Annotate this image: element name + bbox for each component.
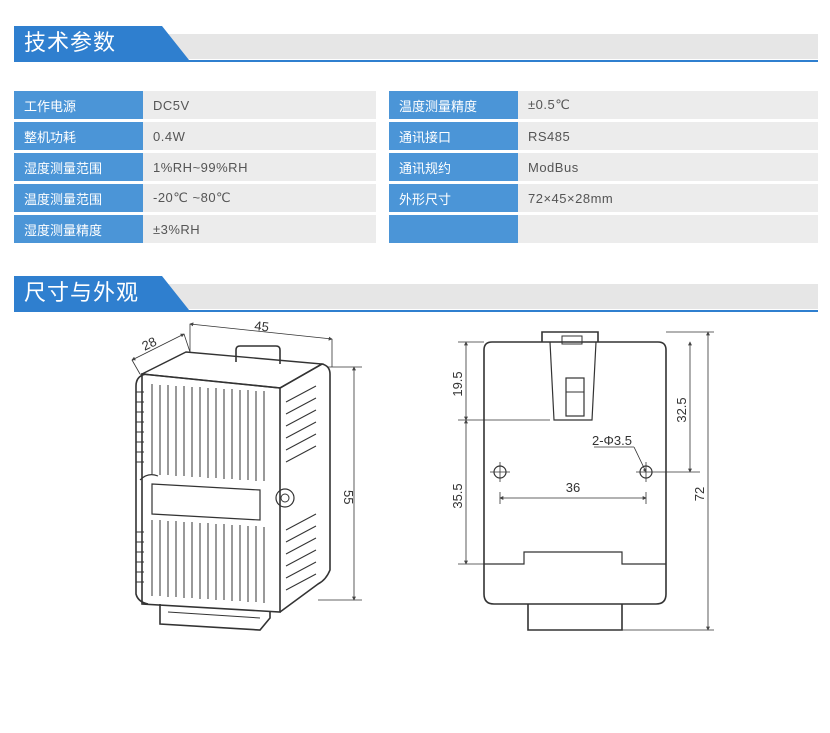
spec-label: 整机功耗: [14, 122, 143, 150]
spec-label: 外形尺寸: [389, 184, 518, 212]
spec-label: 湿度测量范围: [14, 153, 143, 181]
table-row: 温度测量精度±0.5℃: [389, 91, 818, 119]
spec-value: DC5V: [143, 91, 376, 119]
header-bar: [160, 34, 818, 59]
section-header-specs: 技术参数: [0, 26, 830, 62]
dim-line-depth: [131, 333, 185, 361]
spec-label: 通讯规约: [389, 153, 518, 181]
spec-value: 1%RH~99%RH: [143, 153, 376, 181]
spec-label: 通讯接口: [389, 122, 518, 150]
spec-label: 温度测量精度: [389, 91, 518, 119]
dim-label-total-height: 72: [692, 487, 707, 501]
dim-label-right-upper: 32.5: [674, 397, 689, 422]
spec-label: 湿度测量精度: [14, 215, 143, 243]
table-row: 湿度测量精度±3%RH: [14, 215, 376, 243]
dim-label-height: 55: [341, 490, 356, 504]
spec-value: -20℃ ~80℃: [143, 184, 376, 212]
dim-label-depth: 28: [139, 334, 159, 354]
vent-slats-upper: [151, 384, 265, 481]
spec-label: [389, 215, 518, 243]
spec-value: ±3%RH: [143, 215, 376, 243]
spec-value: 72×45×28mm: [518, 184, 818, 212]
dim-label-top-offset: 19.5: [450, 371, 465, 396]
header-underline: [14, 310, 818, 312]
dim-label-hole-spacing: 36: [566, 480, 580, 495]
dim-label-holes: 2-Φ3.5: [592, 433, 632, 448]
table-row: [389, 215, 818, 243]
section-header-dimensions: 尺寸与外观: [0, 276, 830, 312]
top-clip: [235, 345, 281, 364]
spec-label: 温度测量范围: [14, 184, 143, 212]
isometric-view: [131, 322, 362, 631]
dimension-drawing: 28 45 55: [131, 318, 714, 631]
spec-value: ±0.5℃: [518, 91, 818, 119]
spec-value: 0.4W: [143, 122, 376, 150]
spec-value: [518, 215, 818, 243]
spec-value: RS485: [518, 122, 818, 150]
front-view: [458, 331, 714, 631]
table-row: 温度测量范围-20℃ ~80℃: [14, 184, 376, 212]
mount-hole: [275, 488, 295, 508]
spec-label: 工作电源: [14, 91, 143, 119]
header-underline: [14, 60, 818, 62]
section-title: 尺寸与外观: [24, 280, 140, 305]
header-tab: [14, 276, 189, 310]
side-slats-right: [285, 385, 317, 591]
section-title: 技术参数: [24, 30, 117, 55]
dim-line-width: [189, 322, 333, 341]
header-bar: [160, 284, 818, 309]
dim-label-width: 45: [254, 318, 270, 334]
header-tab: [14, 26, 189, 60]
vent-slats-lower: [151, 520, 265, 603]
spec-value: ModBus: [518, 153, 818, 181]
dim-label-bottom-offset: 35.5: [450, 483, 465, 508]
side-notches-left: [136, 391, 144, 583]
